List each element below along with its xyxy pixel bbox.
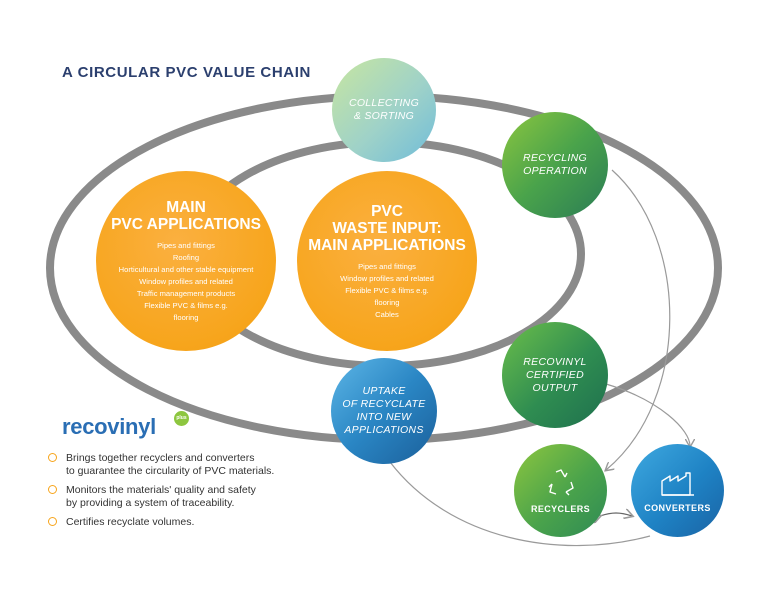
certified-output-node: RECOVINYL CERTIFIED OUTPUT xyxy=(502,322,608,428)
bullet-list: Brings together recyclers and converters… xyxy=(48,452,308,535)
uptake-node: UPTAKE OF RECYCLATE INTO NEW APPLICATION… xyxy=(331,358,437,464)
node-label: OPERATION xyxy=(523,165,587,177)
bullet-text: Brings together recyclers and converters xyxy=(66,452,255,464)
application-item: Window profiles and related xyxy=(340,273,434,283)
node-label: RECYCLING xyxy=(523,152,587,164)
bullet-text: Monitors the materials' quality and safe… xyxy=(66,484,256,496)
application-item: flooring xyxy=(374,297,400,307)
node-label: RECYCLERS xyxy=(530,503,591,514)
bullet-item: Brings together recyclers and converters… xyxy=(48,452,308,478)
application-item: Pipes and fittings xyxy=(358,261,416,271)
logo-wordmark: recovinyl xyxy=(62,414,156,439)
node-label: APPLICATIONS xyxy=(344,424,424,436)
recovinyl-logo: recovinyl plus xyxy=(62,411,189,440)
node-label: RECOVINYL xyxy=(523,355,587,368)
bullet-item: Monitors the materials' quality and safe… xyxy=(48,484,308,510)
application-item: Window profiles and related xyxy=(139,277,233,286)
factory-icon xyxy=(660,471,694,496)
application-item: Pipes and fittings xyxy=(157,241,215,250)
application-item: Horticultural and other stable equipment xyxy=(118,265,254,274)
node-heading: MAIN xyxy=(166,199,206,216)
bullet-text: by providing a system of traceability. xyxy=(66,497,235,509)
node-label: COLLECTING xyxy=(348,97,420,109)
node-label: CERTIFIED xyxy=(526,368,584,381)
bullet-text: to guarantee the circularity of PVC mate… xyxy=(66,465,275,477)
arrow-to-recyclers xyxy=(606,169,671,470)
pvc-waste-input-node: PVC WASTE INPUT: MAIN APPLICATIONS Pipes… xyxy=(297,171,477,351)
bullet-circle-icon xyxy=(48,485,57,494)
node-heading: PVC APPLICATIONS xyxy=(111,216,261,233)
main-pvc-applications-node: MAIN PVC APPLICATIONS Pipes and fittings… xyxy=(96,171,276,351)
recycle-icon xyxy=(548,468,574,495)
node-label: OUTPUT xyxy=(532,381,578,394)
logo-plus-badge: plus xyxy=(174,411,189,426)
application-item: Traffic management products xyxy=(136,289,236,298)
bullet-text: Certifies recyclate volumes. xyxy=(66,516,195,528)
application-item: Cables xyxy=(375,309,399,319)
node-label: INTO NEW xyxy=(356,411,412,423)
bullet-circle-icon xyxy=(48,453,57,462)
recyclers-node: RECYCLERS xyxy=(514,444,607,537)
bullet-item: Certifies recyclate volumes. xyxy=(48,516,308,529)
node-heading: WASTE INPUT: xyxy=(332,219,442,237)
converters-node: CONVERTERS xyxy=(631,444,724,537)
recycling-operation-node: RECYCLING OPERATION xyxy=(502,112,608,218)
node-label: CONVERTERS xyxy=(644,502,711,513)
node-heading: PVC xyxy=(371,202,403,220)
double-arrow-icon xyxy=(600,513,632,516)
application-item: Roofing xyxy=(172,253,200,262)
page-title: A CIRCULAR PVC VALUE CHAIN xyxy=(62,64,311,81)
arrow-converters-to-uptake xyxy=(390,462,651,547)
node-label: OF RECYCLATE xyxy=(342,398,426,410)
application-item: Flexible PVC & films e.g. xyxy=(345,285,429,295)
application-item: flooring xyxy=(173,313,199,322)
node-heading: MAIN APPLICATIONS xyxy=(308,236,466,254)
collecting-sorting-node: COLLECTING & SORTING xyxy=(332,58,436,162)
arrow-certified-to-converters xyxy=(605,383,690,446)
application-item: Flexible PVC & films e.g. xyxy=(144,301,228,310)
bullet-circle-icon xyxy=(48,517,57,526)
node-label: & SORTING xyxy=(353,110,415,122)
node-label: UPTAKE xyxy=(362,385,406,397)
